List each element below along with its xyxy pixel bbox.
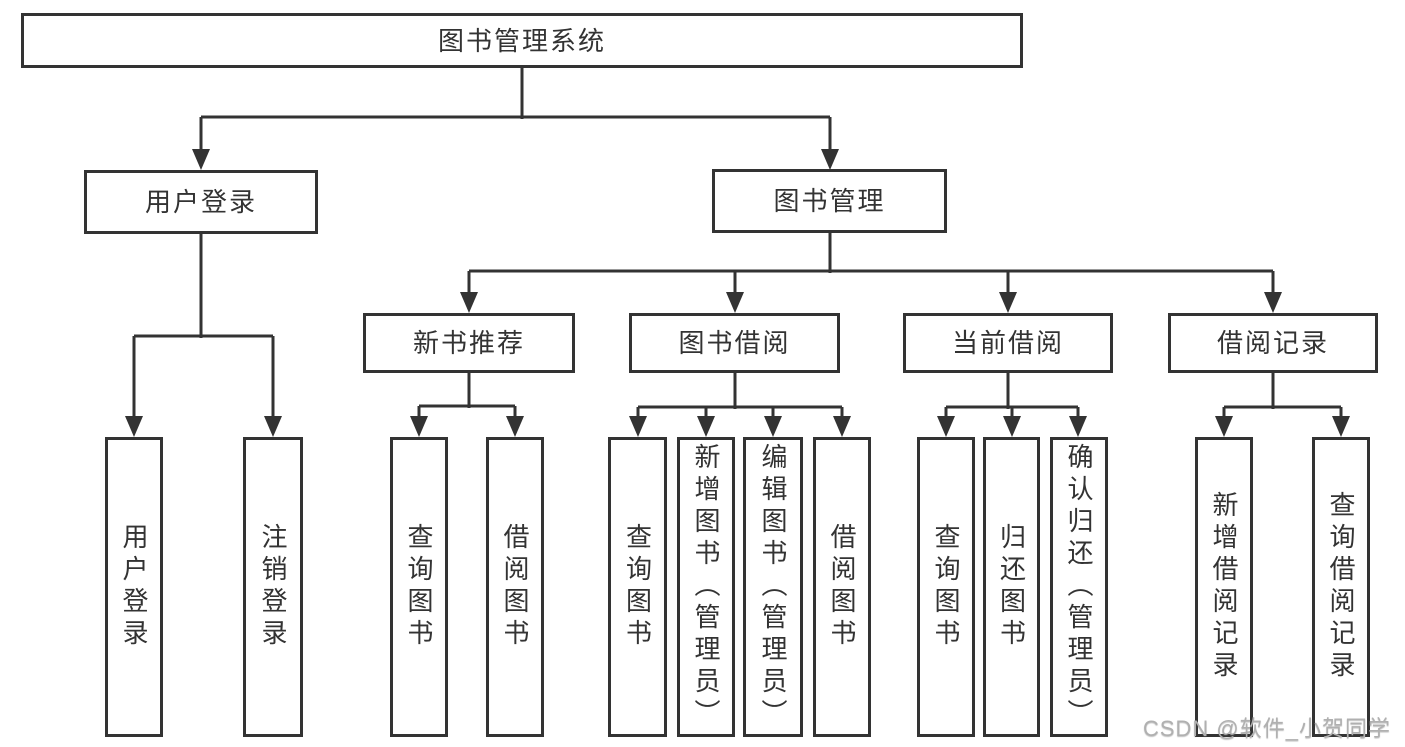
node-leaf-query-borrow-record: 查询借阅记录 [1312, 437, 1370, 737]
node-leaf-borrow-book-borrow-label: 借阅图书 [827, 523, 857, 651]
node-borrow-records: 借阅记录 [1168, 313, 1378, 373]
node-leaf-query-book-borrow-label: 查询图书 [622, 523, 653, 651]
node-leaf-logout-label: 注销登录 [258, 523, 288, 651]
node-leaf-add-book-admin: 新增图书（管理员） [677, 437, 735, 737]
node-root: 图书管理系统 [21, 13, 1023, 68]
watermark: CSDN @软件_小贺同学 [1142, 716, 1391, 741]
node-leaf-confirm-return-admin: 确认归还（管理员） [1050, 437, 1108, 737]
node-leaf-add-borrow-record: 新增借阅记录 [1195, 437, 1253, 737]
node-leaf-borrow-book-recommend: 借阅图书 [486, 437, 544, 737]
node-leaf-add-book-admin-label: 新增图书（管理员） [691, 443, 721, 731]
node-leaf-query-book-recommend-label: 查询图书 [404, 523, 434, 651]
node-leaf-return-book-label: 归还图书 [996, 523, 1027, 651]
node-book-borrow-label: 图书借阅 [678, 328, 791, 358]
node-new-book-recommend-label: 新书推荐 [412, 328, 525, 358]
node-user-login-label: 用户登录 [144, 187, 257, 217]
node-borrow-records-label: 借阅记录 [1216, 328, 1329, 358]
node-current-borrow: 当前借阅 [903, 313, 1113, 373]
node-leaf-query-book-current-label: 查询图书 [931, 523, 961, 651]
node-leaf-confirm-return-admin-label: 确认归还（管理员） [1064, 443, 1094, 731]
node-book-borrow: 图书借阅 [629, 313, 840, 373]
node-leaf-query-book-borrow: 查询图书 [608, 437, 667, 737]
node-leaf-query-book-recommend: 查询图书 [390, 437, 448, 737]
node-leaf-borrow-book-borrow: 借阅图书 [813, 437, 871, 737]
node-leaf-user-login: 用户登录 [105, 437, 163, 737]
node-user-login: 用户登录 [84, 170, 318, 234]
node-book-management-label: 图书管理 [773, 186, 886, 216]
node-leaf-user-login-label: 用户登录 [119, 523, 149, 651]
node-book-management: 图书管理 [712, 169, 947, 233]
node-leaf-query-book-current: 查询图书 [917, 437, 975, 737]
node-leaf-edit-book-admin-label: 编辑图书（管理员） [758, 443, 788, 731]
node-leaf-logout: 注销登录 [243, 437, 303, 737]
node-root-label: 图书管理系统 [437, 25, 606, 56]
node-current-borrow-label: 当前借阅 [951, 328, 1064, 358]
node-leaf-return-book: 归还图书 [983, 437, 1040, 737]
node-leaf-borrow-book-recommend-label: 借阅图书 [500, 523, 530, 651]
node-leaf-add-borrow-record-label: 新增借阅记录 [1209, 491, 1239, 683]
node-leaf-edit-book-admin: 编辑图书（管理员） [743, 437, 803, 737]
node-new-book-recommend: 新书推荐 [363, 313, 575, 373]
node-leaf-query-borrow-record-label: 查询借阅记录 [1326, 491, 1356, 683]
